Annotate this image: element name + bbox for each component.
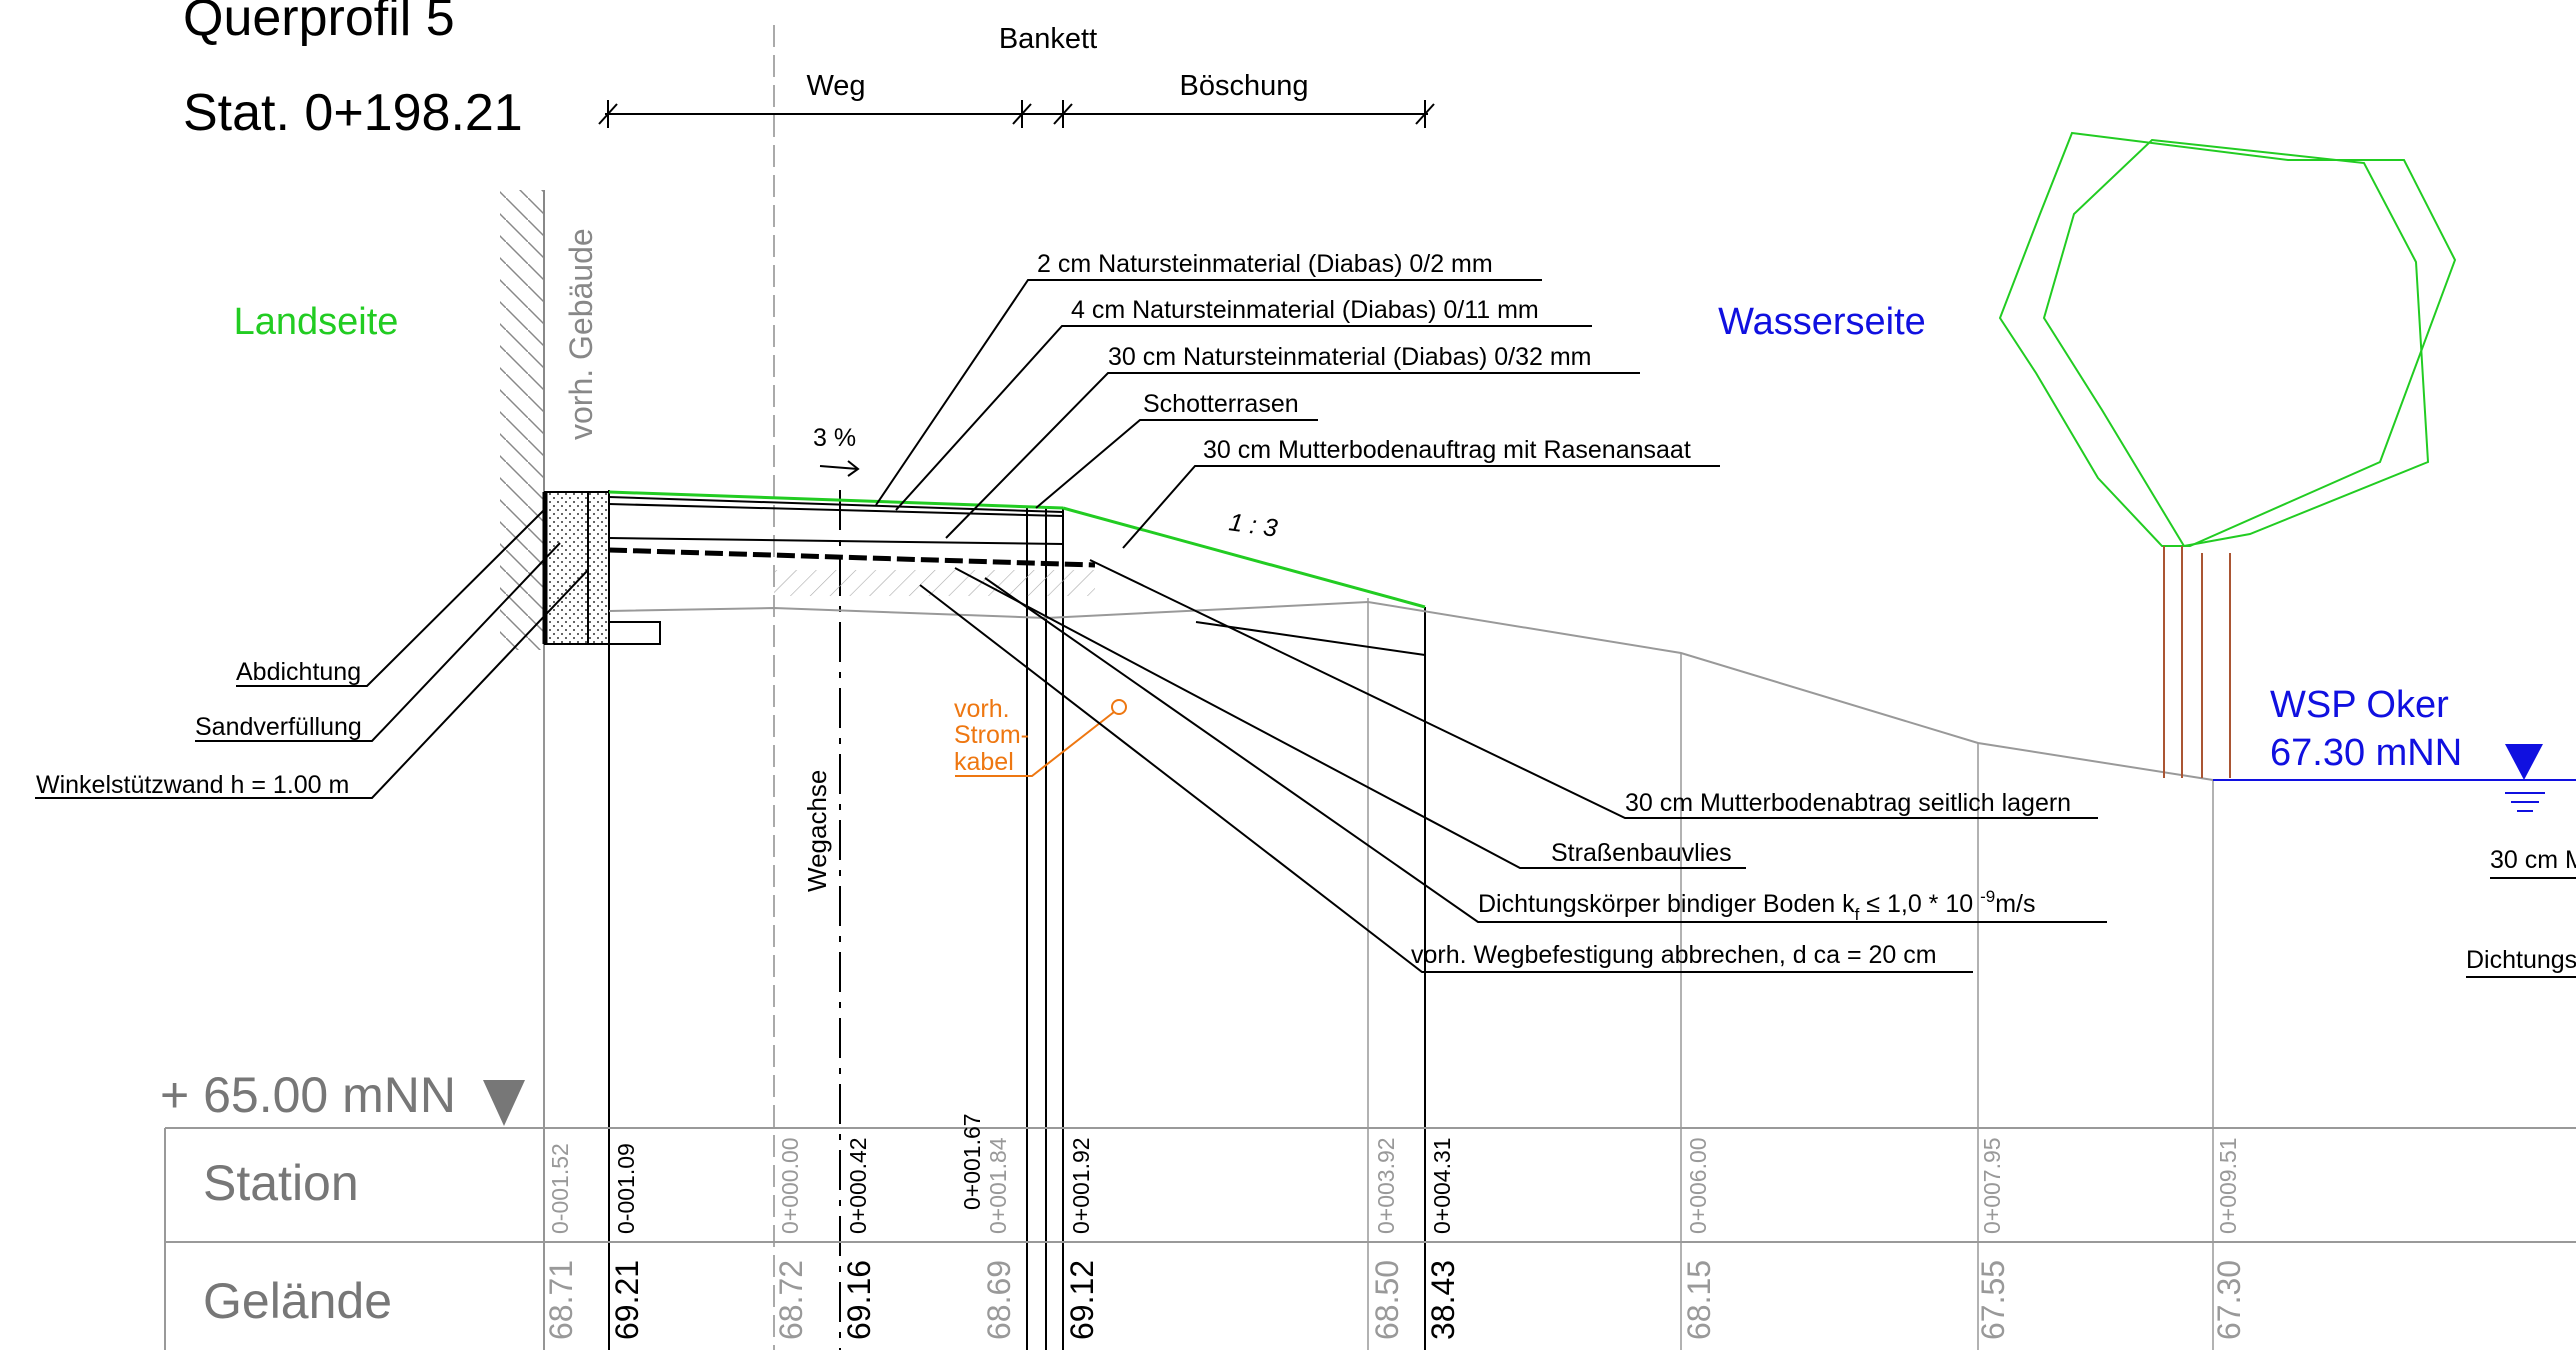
cable-label-2: Strom- bbox=[954, 721, 1029, 749]
station-value: 0-001.52 bbox=[547, 1143, 573, 1234]
cable-leader bbox=[955, 699, 1127, 777]
gelaende-value: 67.30 bbox=[2211, 1260, 2247, 1340]
gelaende-value: 68.15 bbox=[1681, 1260, 1717, 1340]
layer-label-1: 2 cm Natursteinmaterial (Diabas) 0/2 mm bbox=[1037, 250, 1493, 278]
gelaende-value: 68.72 bbox=[773, 1260, 809, 1340]
landseite-label: Landseite bbox=[234, 301, 399, 343]
road-layers bbox=[608, 490, 1426, 609]
station-value: 0+001.67 bbox=[959, 1113, 985, 1210]
station-value: 0+003.92 bbox=[1373, 1137, 1399, 1234]
mutterboden-label: 30 cm Mutterbodenabtrag seitlich lagern bbox=[1625, 789, 2071, 817]
station-value: 0+001.92 bbox=[1068, 1137, 1094, 1234]
winkelstuetzwand-label: Winkelstützwand h = 1.00 m bbox=[36, 771, 349, 799]
gelaende-row-label: Gelände bbox=[203, 1273, 392, 1329]
dimension-line bbox=[598, 100, 1435, 128]
layer-label-4: Schotterrasen bbox=[1143, 390, 1299, 418]
data-table-frame bbox=[164, 1127, 2576, 1350]
station-row-label: Station bbox=[203, 1155, 359, 1211]
sandverfuellung-label: Sandverfüllung bbox=[195, 713, 362, 741]
datum-label: + 65.00 mNN bbox=[160, 1067, 456, 1123]
station-title: Stat. 0+198.21 bbox=[183, 84, 523, 142]
retaining-wall bbox=[542, 491, 661, 645]
slope-arrow bbox=[819, 460, 860, 477]
gelaende-value: 68.50 bbox=[1369, 1260, 1405, 1340]
profile-title: Querprofil 5 bbox=[183, 0, 455, 47]
slope-label: 3 % bbox=[813, 424, 856, 452]
cable-label-1: vorh. bbox=[954, 695, 1010, 723]
layer-label-2: 4 cm Natursteinmaterial (Diabas) 0/11 mm bbox=[1071, 296, 1539, 324]
gelaende-value: 69.21 bbox=[609, 1260, 645, 1340]
layer-label-3: 30 cm Natursteinmaterial (Diabas) 0/32 m… bbox=[1108, 343, 1592, 371]
wsp-label: WSP Oker bbox=[2270, 684, 2449, 726]
cable-label-3: kabel bbox=[954, 748, 1014, 776]
datum-triangle-icon bbox=[483, 1080, 525, 1126]
station-value: 0+009.51 bbox=[2215, 1137, 2241, 1234]
dim-weg: Weg bbox=[806, 70, 865, 102]
table-values: 0-001.52 68.71 0-001.09 69.21 0+000.00 68.72 0… bbox=[543, 1113, 2247, 1340]
building-wall bbox=[500, 190, 545, 1350]
station-value: 0+006.00 bbox=[1685, 1137, 1711, 1234]
wsp-height: 67.30 mNN bbox=[2270, 732, 2462, 774]
layer-leaders bbox=[875, 279, 1720, 549]
abdichtung-label: Abdichtung bbox=[236, 658, 361, 686]
vlies-label: Straßenbauvlies bbox=[1551, 839, 1732, 867]
right-cut-label-bottom: Dichtungsk bbox=[2466, 946, 2576, 974]
gelaende-value: 69.16 bbox=[841, 1260, 877, 1340]
planned-station-lines bbox=[608, 490, 1426, 1350]
dichtung-label: Dichtungskörper bindiger Boden kf ≤ 1,0 … bbox=[1478, 887, 2036, 924]
dim-bankett: Bankett bbox=[999, 23, 1097, 55]
layer-label-5: 30 cm Mutterbodenauftrag mit Rasenansaat bbox=[1203, 436, 1691, 464]
station-value: 0-001.09 bbox=[613, 1143, 639, 1234]
tree bbox=[1998, 131, 2457, 778]
bottom-leaders bbox=[919, 559, 2107, 973]
dim-boeschung: Böschung bbox=[1180, 70, 1309, 102]
station-value: 0+004.31 bbox=[1429, 1137, 1455, 1234]
gelaende-value: 67.55 bbox=[1975, 1260, 2011, 1340]
gelaende-value: 69.12 bbox=[1064, 1260, 1100, 1340]
gelaende-value: 68.69 bbox=[981, 1260, 1017, 1340]
gelaende-value: 38.43 bbox=[1425, 1260, 1461, 1340]
ratio-label: 1 : 3 bbox=[1227, 508, 1279, 543]
wegachse-label: Wegachse bbox=[802, 770, 832, 892]
wasserseite-label: Wasserseite bbox=[1718, 301, 1926, 343]
station-value: 0+007.95 bbox=[1979, 1137, 2005, 1234]
existing-ground-line bbox=[608, 600, 2214, 781]
gelaende-value: 68.71 bbox=[543, 1260, 579, 1340]
right-cut-label-top: 30 cm M bbox=[2490, 846, 2576, 874]
wegbefestigung-label: vorh. Wegbefestigung abbrechen, d ca = 2… bbox=[1411, 941, 1937, 969]
building-label: vorh. Gebäude bbox=[563, 228, 599, 440]
station-value: 0+001.84 bbox=[985, 1137, 1011, 1234]
station-value: 0+000.00 bbox=[777, 1137, 803, 1234]
station-value: 0+000.42 bbox=[845, 1137, 871, 1234]
left-leaders bbox=[35, 507, 589, 799]
water-level-icon bbox=[2505, 744, 2545, 812]
